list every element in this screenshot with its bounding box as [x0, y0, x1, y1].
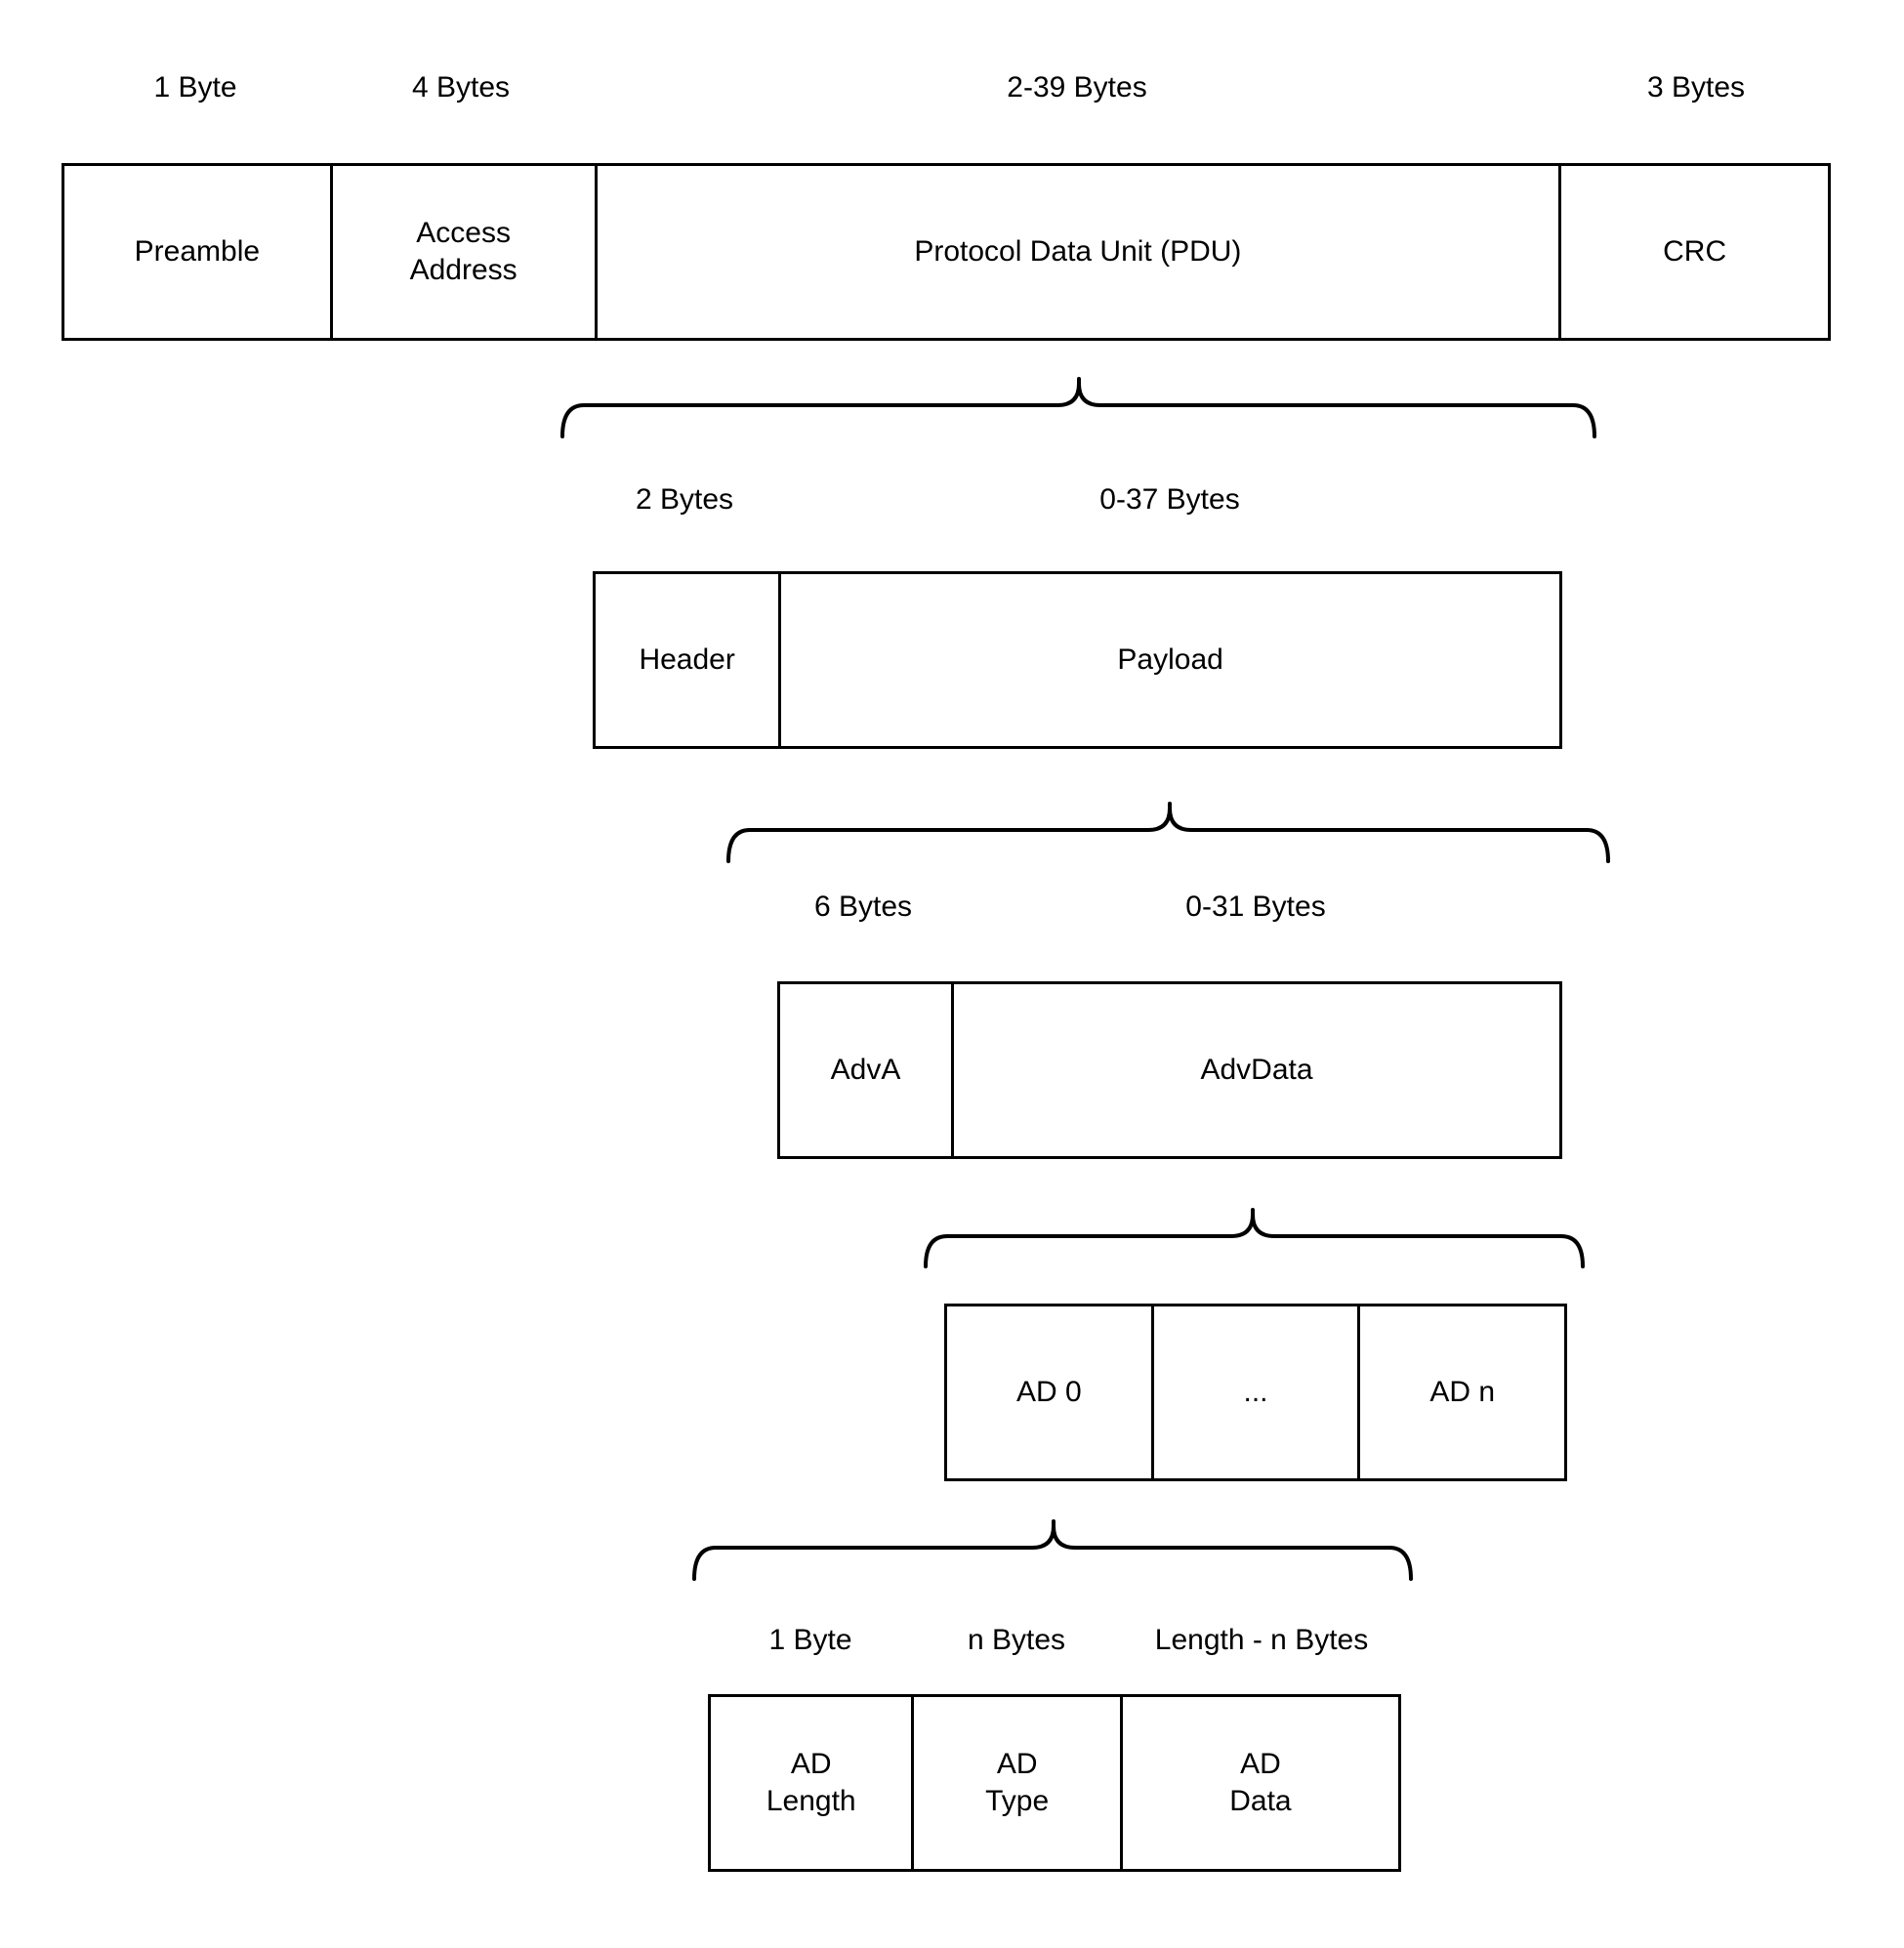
field-adva: AdvA	[780, 984, 955, 1156]
pdu-row: Header Payload	[593, 571, 1562, 749]
field-adn: AD n	[1429, 1376, 1496, 1408]
field-ad0: AD 0	[947, 1306, 1154, 1478]
field-ad-data: AD Data	[1229, 1748, 1292, 1817]
field-ad-ellipsis: ...	[1154, 1306, 1361, 1478]
size-label-ad-length: 1 Byte	[768, 1624, 852, 1656]
field-ad-length: AD Length	[711, 1697, 915, 1869]
size-label-payload: 0-37 Bytes	[1099, 483, 1240, 516]
size-label-crc: 3 Bytes	[1646, 71, 1746, 104]
payload-row: AdvA AdvData	[777, 981, 1562, 1159]
field-advdata: AdvData	[1200, 1054, 1313, 1086]
brace-payload-expansion	[726, 802, 1610, 863]
size-label-ad-type: n Bytes	[967, 1624, 1066, 1656]
field-pdu: Protocol Data Unit (PDU)	[598, 166, 1562, 338]
field-payload: Payload	[1117, 643, 1223, 676]
brace-pdu-expansion	[560, 377, 1596, 438]
brace-advdata-expansion	[924, 1208, 1585, 1268]
size-label-header: 2 Bytes	[635, 483, 734, 516]
size-label-pdu: 2-39 Bytes	[1007, 71, 1147, 104]
field-preamble: Preamble	[64, 166, 333, 338]
field-header: Header	[596, 574, 782, 746]
packet-row: Preamble Access Address Protocol Data Un…	[62, 163, 1831, 341]
size-label-advdata: 0-31 Bytes	[1185, 891, 1326, 923]
field-access-address: Access Address	[333, 166, 598, 338]
brace-ad0-expansion	[692, 1519, 1413, 1581]
advdata-row: AD 0 ... AD n	[944, 1304, 1567, 1481]
field-crc: CRC	[1663, 235, 1727, 268]
size-label-ad-data: Length - n Bytes	[1154, 1624, 1369, 1656]
field-ad-type: AD Type	[914, 1697, 1123, 1869]
ad-structure-row: AD Length AD Type AD Data	[708, 1694, 1401, 1872]
size-label-access-address: 4 Bytes	[411, 71, 511, 104]
size-label-preamble: 1 Byte	[153, 71, 237, 104]
size-label-adva: 6 Bytes	[813, 891, 913, 923]
